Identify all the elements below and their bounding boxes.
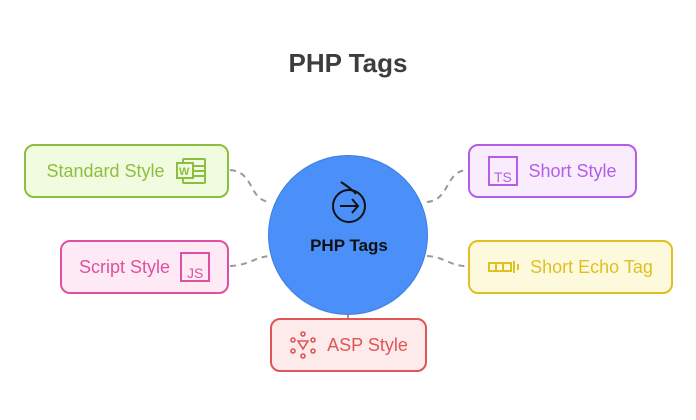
echo-tag-icon <box>488 261 520 273</box>
connector-echo <box>426 255 467 267</box>
center-label: PHP Tags <box>310 236 388 255</box>
diagram-title: PHP Tags <box>288 48 408 78</box>
node-short-style: TS Short Style <box>468 144 637 198</box>
word-document-icon: W <box>175 158 206 184</box>
arrow-circle-icon <box>332 181 366 223</box>
node-script-style: Script Style JS <box>60 240 229 294</box>
center-node: PHP Tags <box>268 155 428 315</box>
node-short-echo-tag: Short Echo Tag <box>468 240 673 294</box>
node-label: Script Style <box>78 256 171 277</box>
connector-script <box>229 255 271 267</box>
svg-text:JS: JS <box>187 265 203 281</box>
node-label: Standard Style <box>46 160 165 181</box>
svg-text:W: W <box>179 166 190 178</box>
node-label: Short Style <box>528 160 617 181</box>
connector-standard <box>229 169 271 203</box>
typescript-icon: TS <box>488 156 519 186</box>
network-icon <box>290 331 316 359</box>
node-label: Short Echo Tag <box>530 256 653 277</box>
node-asp-style: ASP Style <box>270 318 427 372</box>
node-standard-style: Standard Style W <box>24 144 229 198</box>
javascript-icon: JS <box>180 252 211 282</box>
node-label: ASP Style <box>327 334 408 355</box>
svg-text:TS: TS <box>494 169 512 185</box>
connector-short <box>426 169 467 203</box>
